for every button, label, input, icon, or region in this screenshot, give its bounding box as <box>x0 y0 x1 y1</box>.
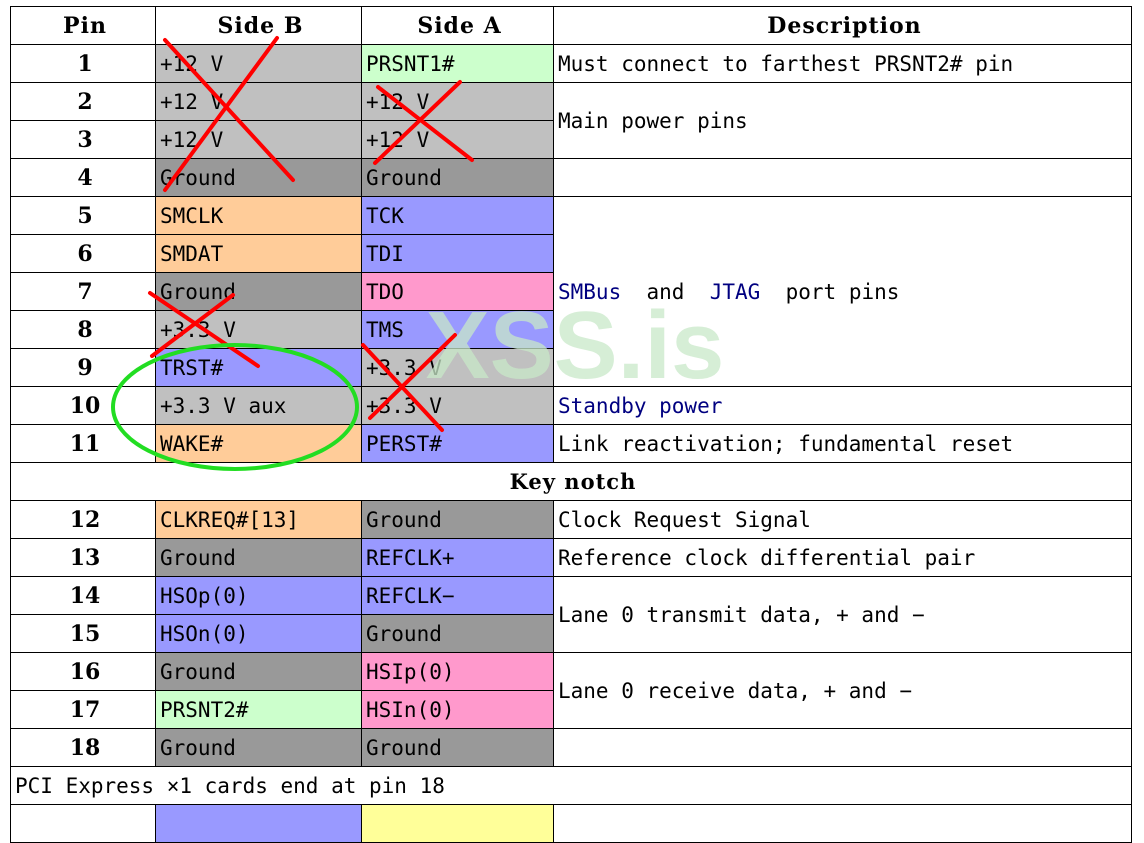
jtag-link[interactable]: JTAG <box>709 279 761 304</box>
pin-number: 12 <box>10 500 156 539</box>
pin-number: 4 <box>10 158 156 197</box>
side-b-cell: +3.3 V <box>155 310 362 349</box>
description-cell: Standby power <box>553 386 1132 425</box>
header-row: Pin Side B Side A Description <box>10 6 1132 45</box>
description-cell: Clock Request Signal <box>553 500 1132 539</box>
side-b-cell: +12 V <box>155 82 362 121</box>
description-cell <box>553 728 1132 767</box>
side-a-cell: TDO <box>361 272 554 311</box>
table-row: 13 Ground REFCLK+ Reference clock differ… <box>10 538 1132 577</box>
description-cell: Main power pins <box>553 82 1132 159</box>
smbus-link[interactable]: SMBus <box>558 279 622 304</box>
side-a-cell: Ground <box>361 500 554 539</box>
side-b-cell: Ground <box>155 538 362 577</box>
side-a-cell: HSIp(0) <box>361 652 554 691</box>
pin-number: 10 <box>10 386 156 425</box>
table-row-partial <box>10 804 1132 843</box>
pinout-figure: Pin Side B Side A Description 1 +12 V PR… <box>10 6 1132 843</box>
pin-number: 9 <box>10 348 156 387</box>
side-a-cell: REFCLK+ <box>361 538 554 577</box>
side-a-cell: REFCLK− <box>361 576 554 615</box>
side-a-cell: PERST# <box>361 424 554 463</box>
side-b-cell: +12 V <box>155 44 362 83</box>
side-b-cell: +12 V <box>155 120 362 159</box>
side-b-cell: CLKREQ#[13] <box>155 500 362 539</box>
desc-text: port pins <box>760 279 900 304</box>
side-b-cell: TRST# <box>155 348 362 387</box>
side-a-cell: +3.3 V <box>361 348 554 387</box>
side-b-cell: Ground <box>155 728 362 767</box>
description-cell: Must connect to farthest PRSNT2# pin <box>553 44 1132 83</box>
description-cell: Lane 0 transmit data, + and − <box>553 576 1132 653</box>
col-header-side-a: Side A <box>361 6 554 45</box>
table-row: 10 +3.3 V aux +3.3 V Standby power <box>10 386 1132 425</box>
side-a-cell: TCK <box>361 196 554 235</box>
pin-number: 11 <box>10 424 156 463</box>
description-cell: Reference clock differential pair <box>553 538 1132 577</box>
pin-number <box>10 804 156 843</box>
description-cell <box>553 804 1132 843</box>
side-a-cell: Ground <box>361 158 554 197</box>
key-notch-row: Key notch <box>10 462 1132 501</box>
side-a-cell: Ground <box>361 728 554 767</box>
side-a-cell <box>361 804 554 843</box>
pin-number: 7 <box>10 272 156 311</box>
table-row: 16 Ground HSIp(0) Lane 0 receive data, +… <box>10 652 1132 729</box>
table-row: 15 HSOn(0) Ground <box>10 614 1132 653</box>
description-cell: Link reactivation; fundamental reset <box>553 424 1132 463</box>
side-b-cell: Ground <box>155 272 362 311</box>
side-a-cell: TMS <box>361 310 554 349</box>
side-a-cell: TDI <box>361 234 554 273</box>
pin-number: 15 <box>10 614 156 653</box>
table-row: 5 SMCLK TCK SMBus and JTAG port pins <box>10 196 1132 387</box>
side-a-cell: +3.3 V <box>361 386 554 425</box>
side-a-cell: +12 V <box>361 82 554 121</box>
side-b-cell: HSOp(0) <box>155 576 362 615</box>
pin-number: 2 <box>10 82 156 121</box>
side-a-cell: PRSNT1# <box>361 44 554 83</box>
table-row: 4 Ground Ground <box>10 158 1132 197</box>
footer-note-row: PCI Express ×1 cards end at pin 18 <box>10 766 1132 805</box>
table-row: 12 CLKREQ#[13] Ground Clock Request Sign… <box>10 500 1132 539</box>
description-cell: SMBus and JTAG port pins <box>553 196 1132 387</box>
pin-number: 3 <box>10 120 156 159</box>
standby-power-link[interactable]: Standby power <box>558 393 723 418</box>
col-header-pin: Pin <box>10 6 156 45</box>
side-a-cell: HSIn(0) <box>361 690 554 729</box>
side-b-cell: SMDAT <box>155 234 362 273</box>
side-b-cell <box>155 804 362 843</box>
table-row: 2 +12 V +12 V Main power pins <box>10 82 1132 159</box>
description-cell: Lane 0 receive data, + and − <box>553 652 1132 729</box>
pin-number: 8 <box>10 310 156 349</box>
table-row: 1 +12 V PRSNT1# Must connect to farthest… <box>10 44 1132 83</box>
table-row: 14 HSOp(0) REFCLK− Lane 0 transmit data,… <box>10 576 1132 653</box>
side-a-cell: +12 V <box>361 120 554 159</box>
pin-number: 6 <box>10 234 156 273</box>
side-b-cell: SMCLK <box>155 196 362 235</box>
pinout-table: Pin Side B Side A Description 1 +12 V PR… <box>10 6 1132 843</box>
desc-text: and <box>621 279 710 304</box>
side-b-cell: WAKE# <box>155 424 362 463</box>
side-b-cell: Ground <box>155 158 362 197</box>
table-row: 11 WAKE# PERST# Link reactivation; funda… <box>10 424 1132 463</box>
pin-number: 14 <box>10 576 156 615</box>
pin-number: 17 <box>10 690 156 729</box>
side-b-cell: HSOn(0) <box>155 614 362 653</box>
key-notch-label: Key notch <box>10 462 1132 501</box>
pin-number: 13 <box>10 538 156 577</box>
footer-note: PCI Express ×1 cards end at pin 18 <box>10 766 1132 805</box>
table-row: 18 Ground Ground <box>10 728 1132 767</box>
side-b-cell: Ground <box>155 652 362 691</box>
pin-number: 16 <box>10 652 156 691</box>
col-header-description: Description <box>553 6 1132 45</box>
side-a-cell: Ground <box>361 614 554 653</box>
pin-number: 1 <box>10 44 156 83</box>
table-row: 17 PRSNT2# HSIn(0) <box>10 690 1132 729</box>
col-header-side-b: Side B <box>155 6 362 45</box>
description-cell <box>553 158 1132 197</box>
side-b-cell: +3.3 V aux <box>155 386 362 425</box>
pin-number: 18 <box>10 728 156 767</box>
pin-number: 5 <box>10 196 156 235</box>
side-b-cell: PRSNT2# <box>155 690 362 729</box>
